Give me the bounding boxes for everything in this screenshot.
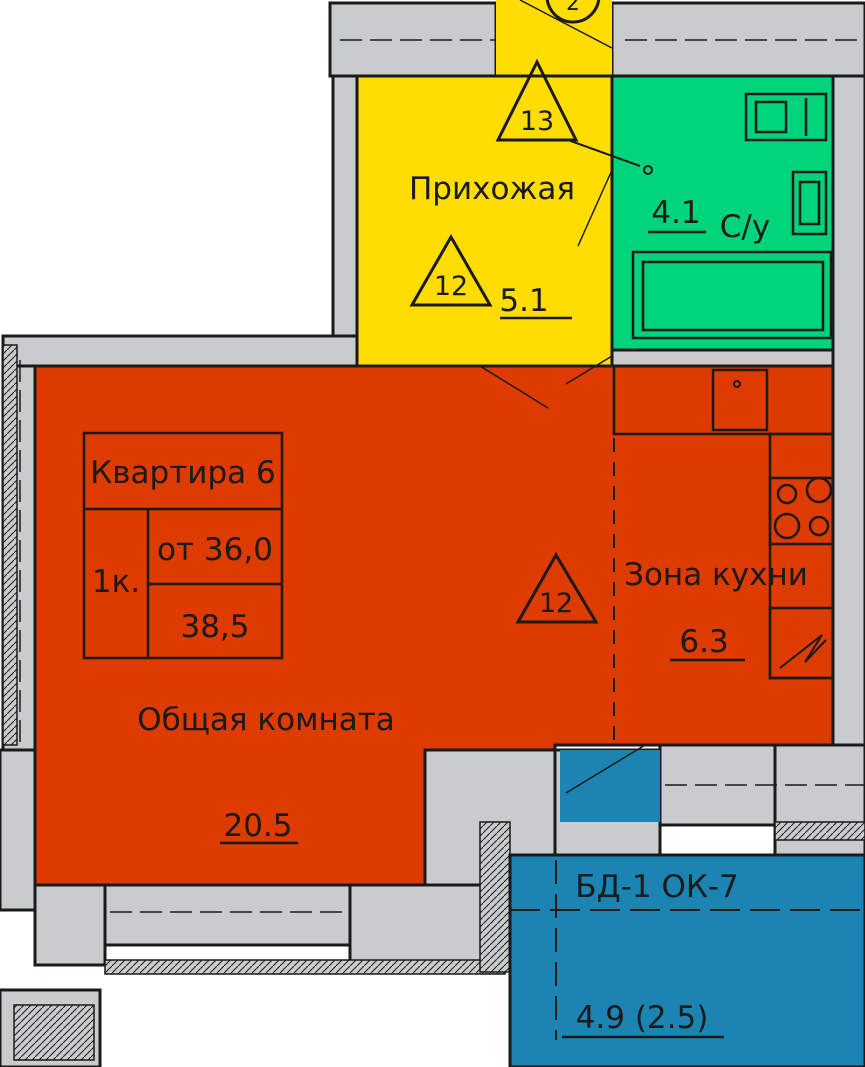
axis-marker (545, 0, 601, 24)
wall-right-bottom (773, 743, 865, 867)
apartment-rooms: 1к. (92, 564, 140, 600)
burners (773, 476, 833, 540)
kitchen-counter-top (612, 364, 835, 436)
apartment-area-from: от 36,0 (157, 532, 273, 568)
living-door-line-b (565, 355, 613, 385)
hatch-balcony-left (479, 821, 511, 973)
hatch-left (2, 344, 18, 746)
balcony-door-line (565, 744, 646, 794)
toilet-icon (791, 170, 828, 236)
bathroom-fixtures (631, 92, 833, 340)
burner-icon (776, 483, 798, 505)
living-name: Общая комната (137, 702, 395, 738)
hatch-bottom (104, 959, 506, 975)
entry-door-line (519, 0, 613, 49)
room-bathroom (612, 76, 833, 350)
kitchen-fixtures (612, 364, 835, 680)
balcony-name: БД-1 ОК-7 (575, 869, 739, 905)
apartment-table (82, 431, 284, 660)
bathtub-icon (631, 250, 833, 340)
washing-machine-detail-icon (754, 100, 788, 134)
bath-door-line (577, 169, 613, 247)
room-balcony (508, 853, 865, 1067)
kitchen-name: Зона кухни (624, 557, 808, 593)
wall-bottom-left (0, 748, 37, 912)
wall-living-top (1, 334, 359, 368)
wall-window-sill (103, 883, 352, 947)
insulation (2, 344, 865, 1061)
balcony-area: 4.9 (2.5) (576, 1000, 709, 1036)
wall-bath-bottom (610, 348, 835, 368)
burner-icon (773, 512, 801, 540)
wall-bottom-left-pier (33, 883, 107, 967)
wall-hall-left (331, 74, 359, 368)
wall-top-right (610, 1, 865, 78)
triangle-marker-icon (495, 58, 579, 142)
bathroom-area: 4.1 (651, 195, 700, 231)
sink-icon (711, 368, 769, 432)
triangle-marker-icon (409, 233, 493, 307)
sink-drain-icon (733, 380, 741, 388)
wall-right-outer (831, 74, 865, 768)
hallway-area: 5.1 (499, 283, 548, 319)
hallway-name: Прихожая (409, 171, 575, 207)
apartment-area-total: 38,5 (180, 609, 249, 645)
living-area: 20.5 (223, 808, 292, 844)
washing-machine-icon (744, 92, 828, 142)
room-balcony-link (560, 750, 660, 822)
triangle-marker-icon (515, 552, 599, 624)
tri-hall-top-label: 13 (520, 106, 554, 137)
stove-icon (768, 476, 835, 546)
room-hallway (357, 76, 612, 366)
apartment-title: Квартира 6 (90, 455, 275, 491)
bathroom-name: С/у (720, 209, 770, 245)
hatch-fragment (13, 1004, 95, 1061)
tri-hall-bottom-label: 12 (434, 271, 468, 302)
triangle-markers (409, 58, 599, 624)
burner-icon (808, 515, 830, 537)
living-door-line-a (479, 365, 549, 409)
door-lines (479, 0, 646, 794)
burner-icon (805, 476, 833, 504)
room-outlines (355, 74, 835, 368)
hatch-balcony-top (774, 821, 865, 841)
dashed-lines (19, 39, 865, 913)
kitchen-area: 6.3 (679, 624, 728, 660)
marker-leader-line (567, 139, 641, 167)
drain-icon (643, 165, 653, 175)
axis-marker-label: 2 (566, 0, 580, 16)
fridge-icon (768, 606, 835, 680)
tri-living-label: 12 (539, 588, 573, 619)
fridge-zigzag-icon (779, 634, 827, 669)
bathroom-door-gap (612, 164, 626, 252)
